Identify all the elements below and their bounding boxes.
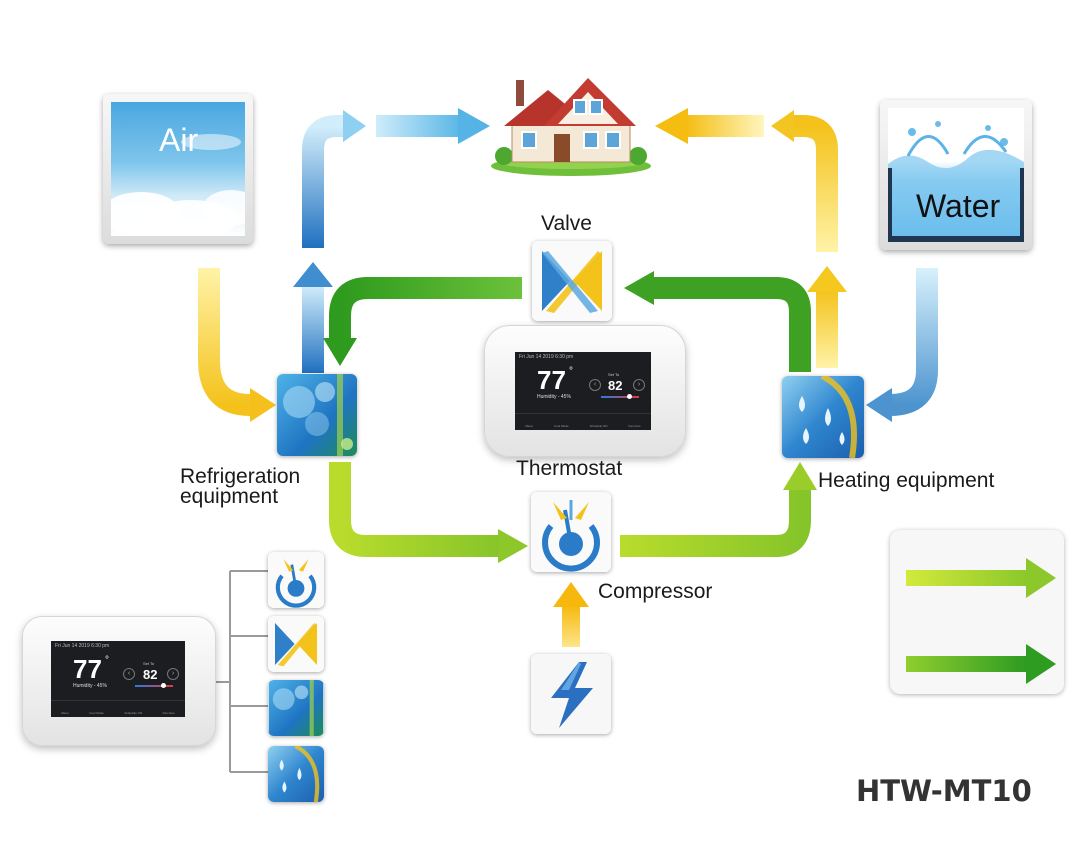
set-to-label-small: Set To (143, 661, 155, 666)
power-to-compressor-arrow (553, 582, 589, 647)
refrigeration-to-compressor-arrow (329, 462, 528, 563)
compressor-icon-small (268, 552, 324, 608)
refrigeration-icon (277, 374, 357, 456)
refrigeration-label-line1: Refrigeration (180, 465, 301, 488)
set-temperature-small: 82 (143, 667, 158, 682)
thermostat-date-time: Fri Jun 14 2019 6:30 pm (519, 354, 574, 360)
air-label: Air (159, 122, 199, 158)
compressor-icon (531, 492, 611, 572)
current-temperature-degree-small: ° (105, 655, 109, 666)
cool-mode-small[interactable]: Cool Mode (89, 711, 104, 715)
power-icon (531, 654, 611, 734)
fan-mode[interactable]: Fan Auto (628, 424, 641, 428)
house-icon (488, 70, 654, 178)
current-temperature: 77 (537, 365, 566, 395)
compressor-label: Compressor (598, 580, 713, 603)
humidity-readout-small: Humidity - 45% (73, 683, 107, 689)
heating-to-house-arrow (655, 108, 847, 368)
compressor-to-heating-arrow (620, 462, 817, 557)
cool-mode[interactable]: Cool Mode (554, 424, 569, 428)
legend-arrow-top (906, 558, 1056, 598)
air-source: Air (103, 94, 253, 244)
menu-mode[interactable]: Menu (525, 424, 534, 428)
thermostat-screen: Fri Jun 14 2019 6:30 pm 77 ° Humidity - … (515, 352, 651, 430)
device-tree-lines (214, 570, 268, 773)
humidity-readout: Humidity - 45% (537, 394, 571, 400)
slider-knob-small[interactable] (161, 683, 166, 688)
water-source: Water (880, 100, 1032, 250)
decrease-temp-button[interactable]: ‹ (589, 379, 601, 391)
refrigeration-to-house-arrow (293, 108, 490, 373)
water-icon: Water (888, 108, 1024, 242)
water-to-heating-arrow (866, 268, 938, 422)
mode-bar-small: Menu Cool Mode Schedule ON Fan Auto (51, 700, 185, 717)
slider-knob[interactable] (627, 394, 632, 399)
valve-icon-small (268, 616, 324, 672)
decrease-temp-button-small[interactable]: ‹ (123, 668, 135, 680)
heating-icon-small (268, 746, 324, 802)
thermostat-device-small: Fri Jun 14 2019 6:30 pm 77 ° Humidity - … (22, 616, 216, 746)
heating-icon (782, 376, 864, 458)
heating-label: Heating equipment (818, 469, 995, 492)
air-to-refrigeration-arrow (198, 268, 276, 422)
air-icon: Air (111, 102, 245, 236)
thermostat-screen-small: Fri Jun 14 2019 6:30 pm 77 ° Humidity - … (51, 641, 185, 717)
refrigeration-icon-small (268, 680, 324, 736)
valve-to-refrigeration-arrow (323, 277, 522, 366)
increase-temp-button[interactable]: › (633, 379, 645, 391)
valve-label: Valve (541, 212, 592, 235)
thermostat-label: Thermostat (516, 457, 623, 480)
menu-mode-small[interactable]: Menu (61, 711, 69, 715)
set-to-label: Set To (608, 372, 620, 377)
water-label: Water (916, 188, 1001, 224)
set-temperature: 82 (608, 378, 623, 393)
model-number: HTW-MT10 (856, 774, 1032, 808)
heating-to-valve-arrow (624, 271, 811, 372)
legend-arrow-bottom (906, 644, 1056, 684)
valve-icon (532, 241, 612, 321)
thermostat-date-time-small: Fri Jun 14 2019 6:30 pm (55, 643, 110, 649)
temperature-slider[interactable] (601, 396, 639, 398)
increase-temp-button-small[interactable]: › (167, 668, 179, 680)
refrigeration-label-line2: equipment (180, 485, 279, 508)
fan-mode-small[interactable]: Fan Auto (162, 711, 175, 715)
current-temperature-small: 77 (73, 654, 102, 684)
schedule-mode[interactable]: Schedule ON (589, 424, 608, 428)
temperature-slider-small[interactable] (135, 685, 173, 687)
schedule-mode-small[interactable]: Schedule ON (124, 711, 143, 715)
thermostat-device: Fri Jun 14 2019 6:30 pm 77 ° Humidity - … (484, 325, 686, 457)
arrow-legend (890, 530, 1064, 694)
current-temperature-degree: ° (569, 366, 573, 377)
mode-bar: Menu Cool Mode Schedule ON Fan Auto (515, 413, 651, 430)
